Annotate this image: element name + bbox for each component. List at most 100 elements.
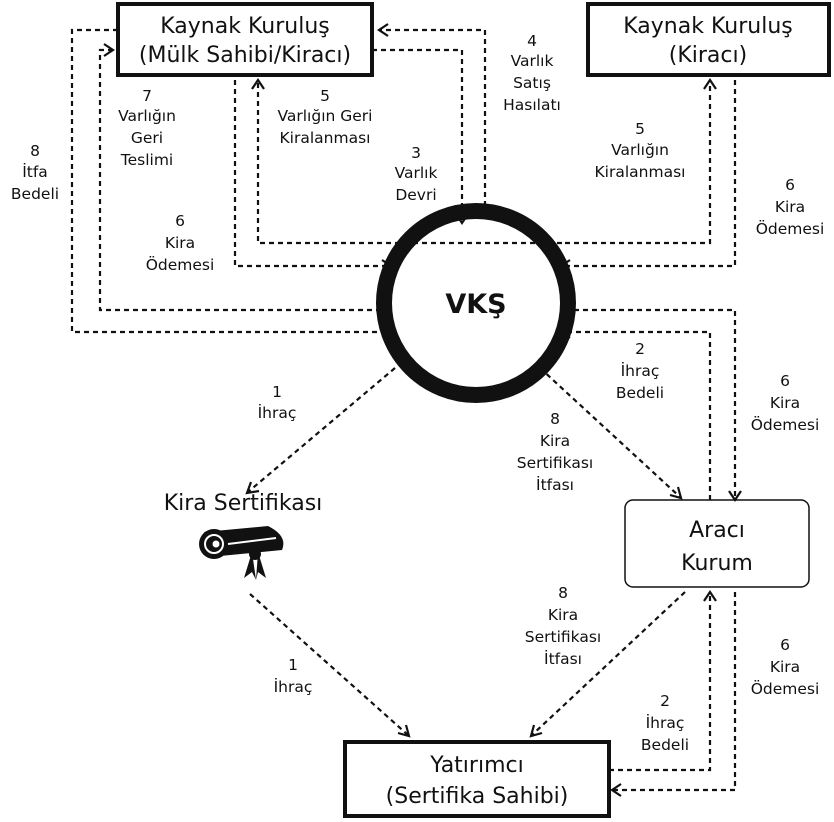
- arrowhead-asset-transfer: [455, 213, 469, 225]
- node-intermediary: Aracı Kurum: [624, 499, 810, 588]
- label-rent-payment-tenant: 6 Kira Ödemesi: [756, 176, 825, 238]
- flow-certificate-redemption-spv: [539, 367, 681, 498]
- spv-ring: [376, 203, 576, 403]
- label-certificate-redemption-spv: 8 Kira Sertifikası İtfası: [517, 410, 593, 494]
- label-step-number: 7: [142, 87, 152, 105]
- flow-issue-price-investor: [609, 592, 712, 772]
- arrowhead-rent-to-investor: [610, 783, 622, 797]
- label-line: Ödemesi: [751, 415, 820, 434]
- label-asset-transfer: 3 Varlık Devri: [395, 144, 438, 204]
- label-step-number: 6: [780, 372, 790, 390]
- label-line: Sertifikası: [517, 454, 593, 472]
- label-line: Satış: [513, 74, 551, 92]
- arrowheads: [103, 23, 742, 797]
- label-line: Varlığın: [611, 141, 669, 159]
- label-step-number: 4: [527, 32, 537, 50]
- investor-box: [343, 740, 611, 818]
- flow-leaseback: [256, 80, 562, 245]
- node-originator-owner: Kaynak Kuruluş (Mülk Sahibi/Kiracı): [116, 2, 374, 77]
- label-step-number: 8: [30, 142, 40, 160]
- arrowhead-issue-price-investor: [703, 590, 717, 602]
- arrowhead-rent-to-intermediary: [728, 490, 742, 502]
- flow-certificate-redemption-investor: [531, 591, 686, 736]
- flow-rent-to-investor: [613, 592, 737, 792]
- originator-tenant-line2: (Kiracı): [669, 43, 747, 68]
- arrowhead-issue-price-spv: [559, 325, 571, 339]
- flow-rent-payment-tenant: [562, 80, 737, 268]
- label-rent-payment-owner: 6 Kira Ödemesi: [146, 212, 215, 274]
- arrowhead-certificate-redemption-spv: [669, 486, 683, 500]
- label-line: İhraç: [621, 361, 660, 380]
- label-line: Varlık: [511, 52, 554, 70]
- flow-asset-return: [98, 48, 390, 312]
- label-line: Bedeli: [11, 185, 59, 203]
- label-rent-to-intermediary: 6 Kira Ödemesi: [751, 372, 820, 434]
- label-step-number: 6: [785, 176, 795, 194]
- arrowhead-issue-investor: [397, 724, 411, 738]
- arrowhead-redemption-price: [383, 325, 395, 339]
- label-line: Ödemesi: [751, 679, 820, 698]
- label-step-number: 5: [635, 120, 645, 138]
- flow-lines: [70, 28, 737, 792]
- label-line: Bedeli: [641, 736, 689, 754]
- label-line: Kira: [770, 658, 800, 676]
- arrowhead-rent-payment-tenant: [559, 259, 571, 273]
- label-rent-to-investor: 6 Kira Ödemesi: [751, 636, 820, 698]
- label-line: Ödemesi: [146, 255, 215, 274]
- label-line: Devri: [395, 186, 436, 204]
- label-line: Kiralanması: [595, 163, 686, 181]
- label-line: Hasılatı: [503, 96, 561, 114]
- label-line: Varlığın Geri: [277, 107, 372, 125]
- intermediary-line1: Aracı: [689, 518, 745, 543]
- label-line: İtfası: [544, 649, 582, 668]
- label-line: Ödemesi: [756, 219, 825, 238]
- certificate-label: Kira Sertifikası: [164, 491, 323, 516]
- label-line: Kiralanması: [280, 129, 371, 147]
- label-issue-price-spv: 2 İhraç Bedeli: [616, 340, 664, 402]
- label-asset-return: 7 Varlığın Geri Teslimi: [118, 87, 176, 169]
- flow-redemption-price: [70, 28, 392, 334]
- flow-asset-sale-proceeds: [380, 28, 487, 215]
- flow-asset-transfer: [372, 48, 464, 223]
- label-line: Geri: [131, 129, 163, 147]
- label-redemption-price: 8 İtfa Bedeli: [11, 142, 59, 203]
- intermediary-box: [624, 499, 810, 588]
- arrowhead-certificate-redemption-investor: [529, 724, 543, 738]
- arrowhead-rent-payment-owner: [381, 259, 393, 273]
- label-line: Sertifikası: [525, 628, 601, 646]
- label-line: Kira: [775, 198, 805, 216]
- flow-rent-to-intermediary: [565, 308, 737, 500]
- node-investor: Yatırımcı (Sertifika Sahibi): [343, 740, 611, 818]
- label-step-number: 3: [411, 144, 421, 162]
- spv-label: VKŞ: [445, 289, 506, 320]
- originator-tenant-line1: Kaynak Kuruluş: [623, 14, 792, 39]
- label-step-number: 2: [660, 692, 670, 710]
- label-leaseback: 5 Varlığın Geri Kiralanması: [277, 87, 372, 147]
- label-line: Varlığın: [118, 107, 176, 125]
- flow-issue-spv: [247, 367, 396, 493]
- originator-owner-box: [116, 2, 374, 77]
- label-step-number: 1: [272, 383, 282, 401]
- label-step-number: 5: [320, 87, 330, 105]
- label-step-number: 1: [288, 656, 298, 674]
- arrowhead-asset-sale-proceeds: [377, 23, 389, 37]
- flow-rent-payment-owner: [233, 80, 390, 268]
- arrowhead-issue-spv: [245, 481, 260, 495]
- label-step-number: 8: [558, 584, 568, 602]
- label-step-number: 8: [550, 410, 560, 428]
- arrowhead-asset-return: [103, 43, 115, 57]
- label-issue-investor: 1 İhraç: [274, 656, 313, 696]
- label-line: İhraç: [258, 403, 297, 422]
- label-line: Kira: [548, 606, 578, 624]
- originator-tenant-box: [586, 2, 831, 77]
- intermediary-line2: Kurum: [681, 551, 753, 576]
- label-certificate-redemption-investor: 8 Kira Sertifikası İtfası: [525, 584, 601, 668]
- flow-lease-tenant: [565, 80, 712, 245]
- label-asset-sale-proceeds: 4 Varlık Satış Hasılatı: [503, 32, 561, 114]
- originator-owner-line1: Kaynak Kuruluş: [160, 14, 329, 39]
- node-originator-tenant: Kaynak Kuruluş (Kiracı): [586, 2, 831, 77]
- investor-line1: Yatırımcı: [429, 753, 523, 778]
- label-line: İhraç: [646, 713, 685, 732]
